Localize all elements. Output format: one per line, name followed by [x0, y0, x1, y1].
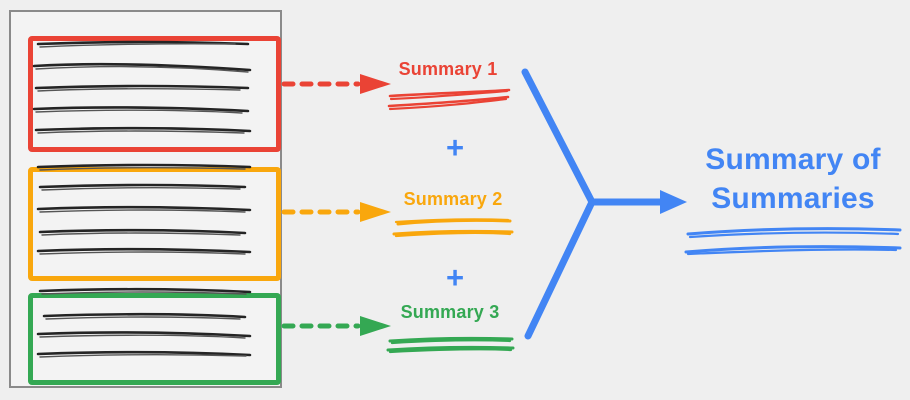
summary-2-label: Summary 2: [403, 189, 503, 209]
result-label-line1: Summary of: [705, 143, 881, 176]
merge-arrow-icon: [588, 190, 687, 214]
dashed-arrow-3-icon: [281, 316, 391, 336]
dashed-arrow-1-icon: [281, 74, 391, 94]
summary-2-scribble: [392, 218, 514, 238]
summary-1-scribble: [387, 88, 511, 111]
result-label-line2: Summaries: [711, 182, 875, 215]
plus-operator-2: +: [445, 260, 465, 295]
summary-3-label: Summary 3: [400, 302, 500, 322]
result-scribble: [684, 227, 902, 256]
source-document: [9, 10, 282, 388]
result-label: Summary of Summaries: [683, 140, 903, 218]
plus-operator-1: +: [445, 130, 465, 165]
document-section-3: [28, 293, 281, 385]
document-section-1: [28, 36, 281, 152]
summary-3-scribble: [386, 336, 515, 354]
summary-1-label: Summary 1: [398, 59, 498, 79]
dashed-arrow-2-icon: [281, 202, 391, 222]
document-section-2: [28, 167, 281, 281]
merge-lines: [521, 68, 596, 340]
